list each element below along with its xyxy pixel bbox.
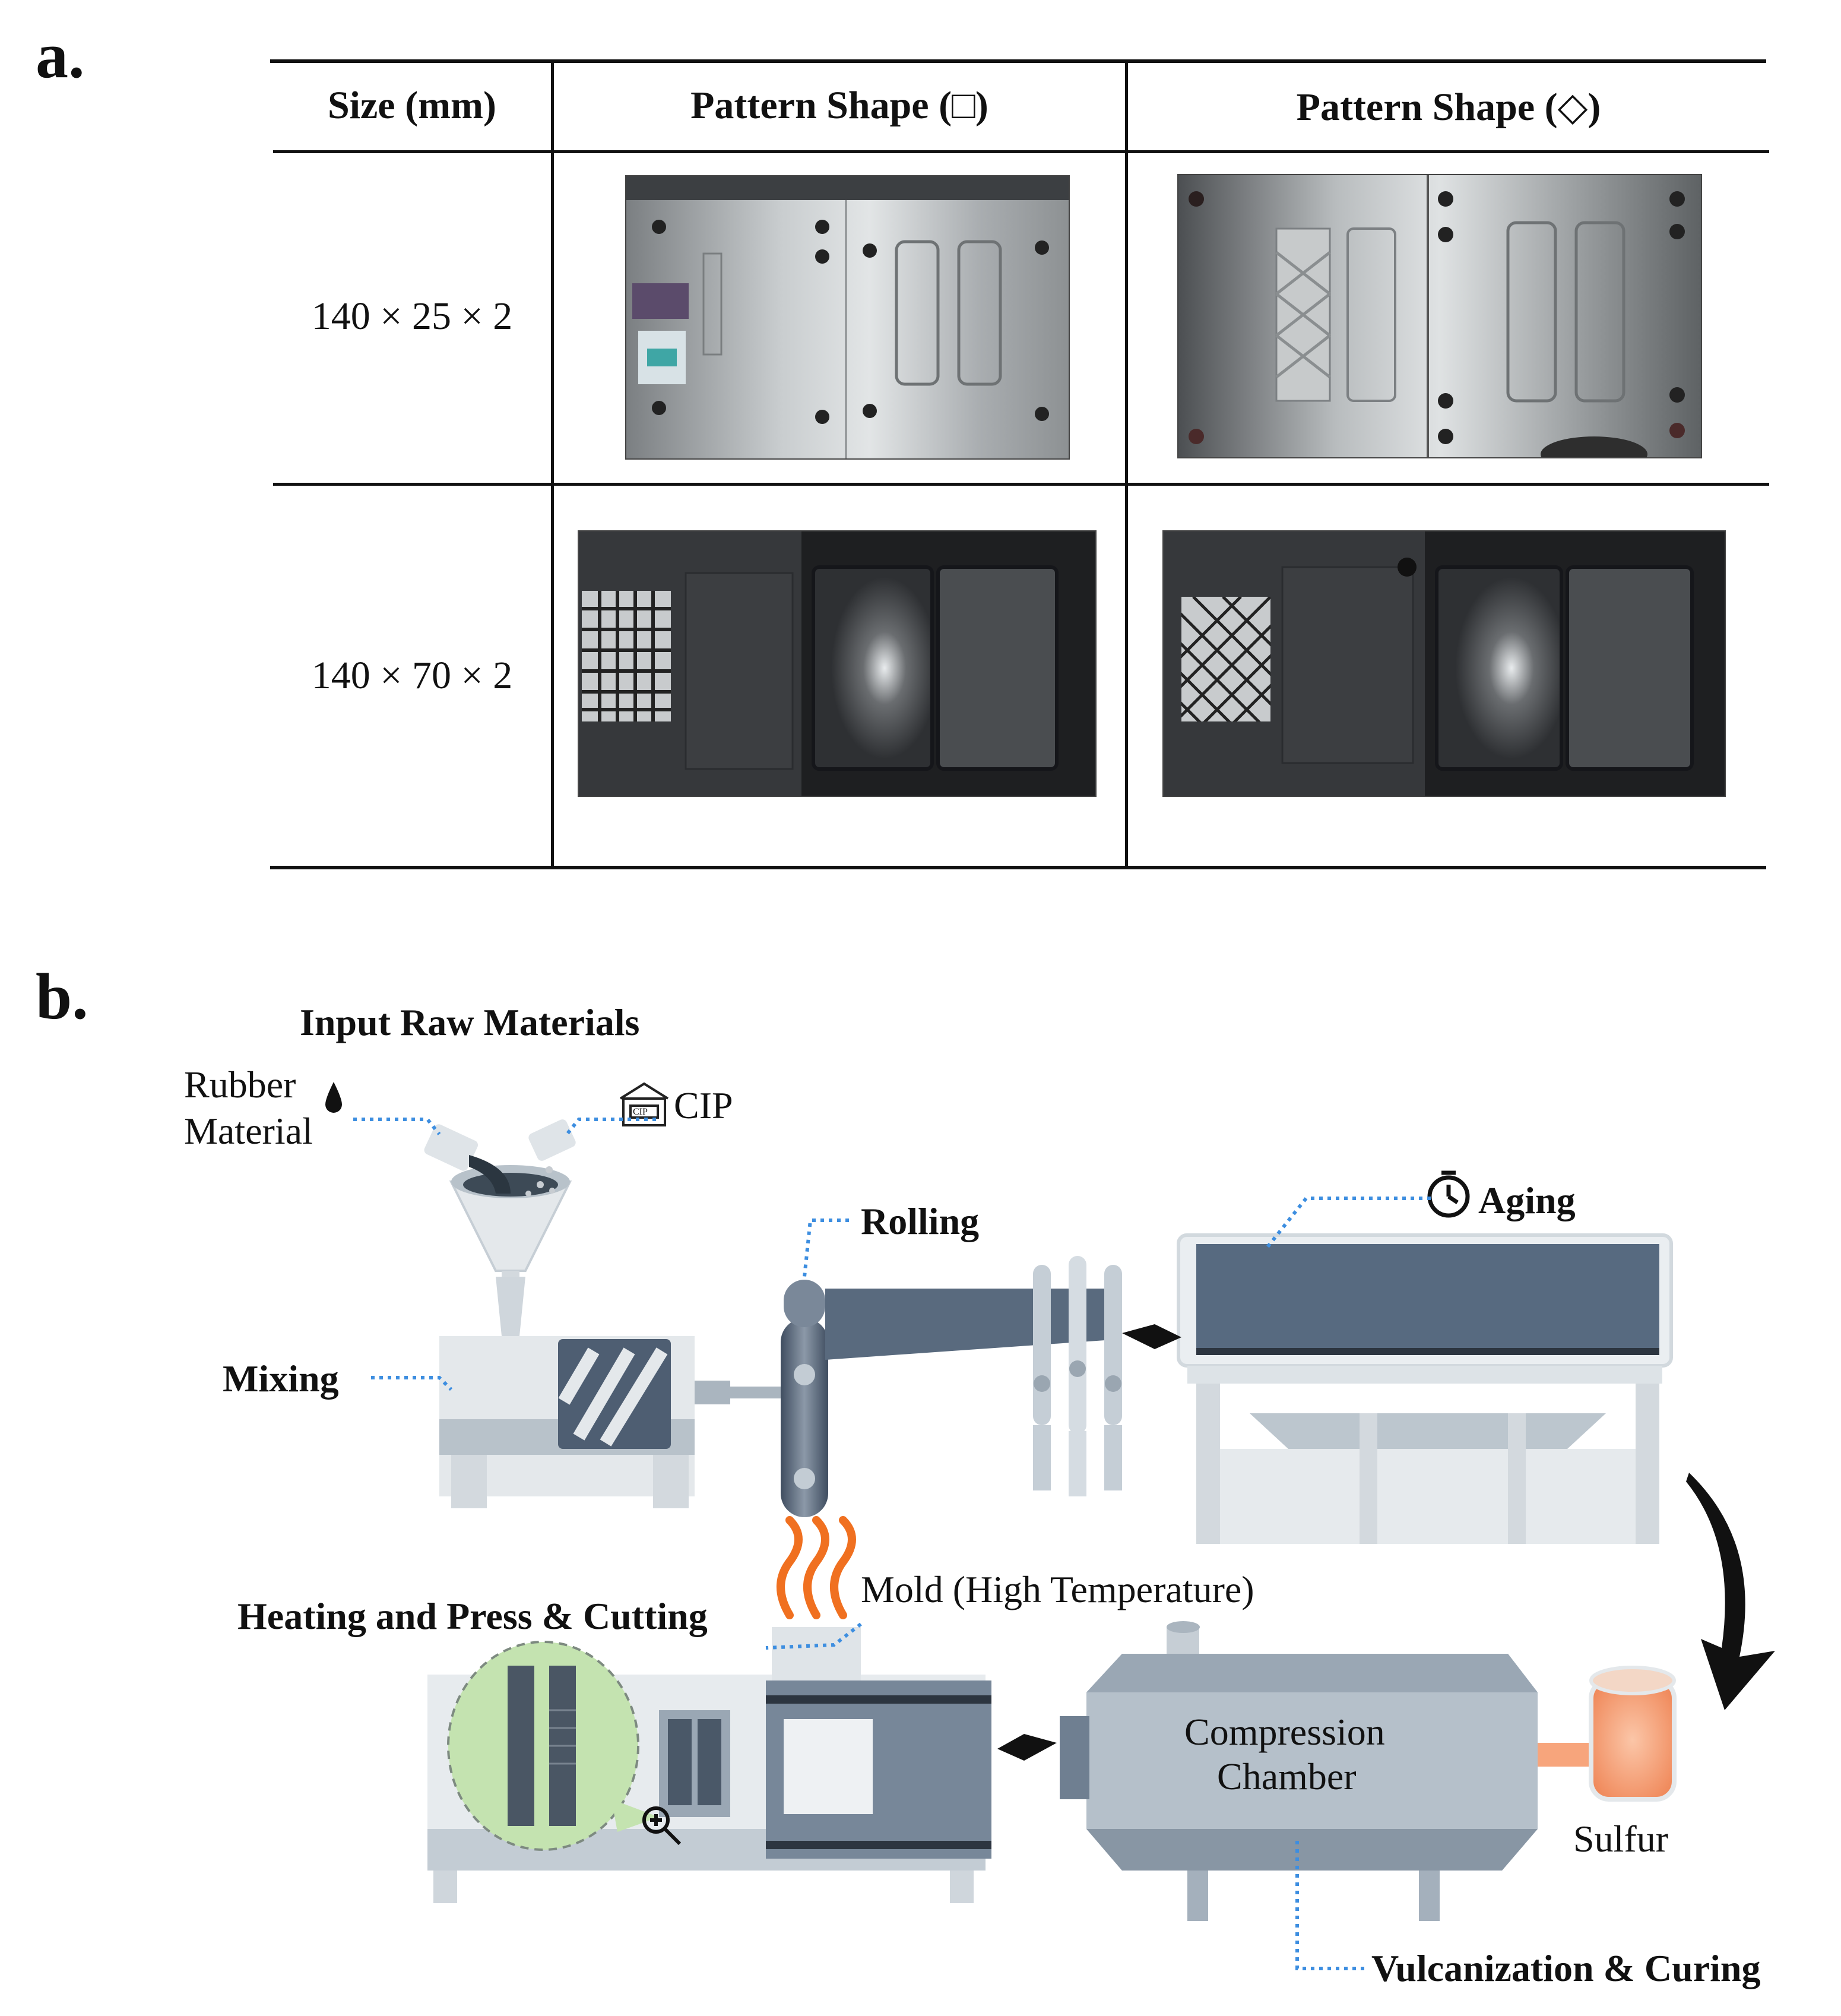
photo-metal-mold-diamond: [1177, 174, 1702, 458]
sulfur-jar: [1538, 1666, 1677, 1802]
label-mold: Mold (High Temperature): [861, 1568, 1254, 1610]
funnel: [449, 1165, 572, 1336]
table-row-rule: [273, 483, 1769, 486]
table-header-rule: [273, 150, 1769, 153]
aging-oven: [1177, 1233, 1673, 1544]
label-input-raw-materials: Input Raw Materials: [300, 1001, 640, 1043]
cip-pour-cup: [525, 1119, 576, 1197]
label-rolling: Rolling: [861, 1200, 980, 1242]
arrow-icon: [1686, 1473, 1775, 1710]
label-vulcanization: Vulcanization & Curing: [1371, 1947, 1761, 1989]
label-cip: CIP: [674, 1084, 733, 1126]
table-col-divider-1: [551, 59, 554, 868]
label-compression-2: Chamber: [1217, 1755, 1357, 1797]
compression-chamber: [1060, 1621, 1538, 1921]
table-bottom-rule: [270, 866, 1766, 869]
leader-lines: [353, 1118, 1431, 1970]
panel-a-letter: a.: [36, 19, 85, 91]
label-aging: Aging: [1478, 1179, 1576, 1221]
photo-printed-mold-square: [578, 530, 1097, 797]
row1-size: 140 × 25 × 2: [311, 295, 513, 338]
header-size: Size (mm): [327, 84, 497, 127]
mixer-machine: [439, 1336, 796, 1508]
label-cip-box: CIP: [633, 1107, 648, 1117]
arrow-icon: [997, 1734, 1057, 1761]
table-col-divider-2: [1125, 59, 1128, 868]
label-sulfur: Sulfur: [1573, 1818, 1668, 1860]
arrow-icon: [1122, 1324, 1181, 1349]
label-compression-1: Compression: [1184, 1711, 1385, 1753]
header-pattern-diamond: Pattern Shape (◇): [1296, 86, 1601, 129]
label-mixing: Mixing: [223, 1357, 339, 1400]
label-heating-press-cutting: Heating and Press & Cutting: [237, 1595, 708, 1637]
label-rubber-material-2: Material: [184, 1110, 313, 1152]
photo-metal-mold-square: [625, 175, 1070, 460]
rubber-pour-cup: [424, 1124, 511, 1194]
zoom-detail: [447, 1641, 659, 1851]
heat-waves-icon: [777, 1516, 856, 1619]
header-pattern-square: Pattern Shape (□): [690, 84, 988, 127]
rolling-machine: [781, 1256, 1122, 1517]
panel-b-letter: b.: [36, 960, 88, 1033]
magnifier-icon: [642, 1806, 682, 1846]
photo-printed-mold-diamond: [1162, 530, 1726, 797]
stopwatch-icon: [1427, 1170, 1470, 1218]
row2-size: 140 × 70 × 2: [311, 654, 513, 697]
label-rubber-material-1: Rubber: [184, 1064, 296, 1106]
table-top-rule: [270, 59, 1766, 63]
drop-icon: [325, 1082, 342, 1113]
